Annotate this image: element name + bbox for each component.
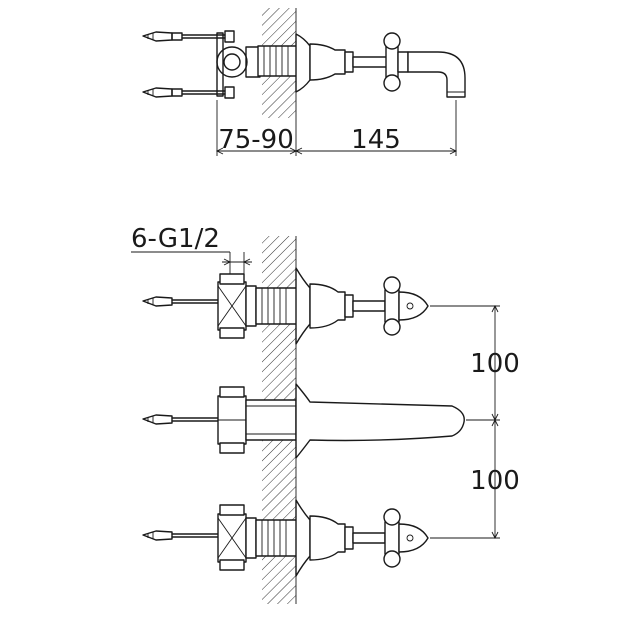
- cross-handle-side: [383, 32, 409, 92]
- thread-spec-label: 6-G1/2: [131, 224, 220, 254]
- dimension-spout-reach: 145: [294, 100, 458, 156]
- front-view: 6-G1/2: [131, 224, 520, 604]
- upper-spacing-label: 100: [470, 349, 520, 379]
- threaded-body-side: [257, 45, 299, 77]
- thread-spec-callout: 6-G1/2: [131, 224, 252, 282]
- lower-spacing-label: 100: [470, 466, 520, 496]
- dimension-wall-depth: 75-90: [215, 100, 298, 156]
- anchor-screw-upper: [142, 30, 235, 43]
- dimension-lower-spacing: 100: [430, 418, 520, 540]
- dimension-upper-spacing: 100: [430, 304, 520, 422]
- valve-assembly-upper: [142, 267, 429, 345]
- wall-depth-label: 75-90: [218, 125, 294, 155]
- spout-assembly-centre: [142, 383, 465, 459]
- spout-reach-label: 145: [351, 125, 401, 155]
- spout-side: [407, 51, 466, 98]
- side-view: 75-90 145: [142, 8, 466, 156]
- valve-body-side: [309, 43, 346, 81]
- valve-assembly-lower: [142, 499, 429, 577]
- anchor-screw-lower: [142, 86, 235, 99]
- wall-flange-side: [295, 33, 311, 93]
